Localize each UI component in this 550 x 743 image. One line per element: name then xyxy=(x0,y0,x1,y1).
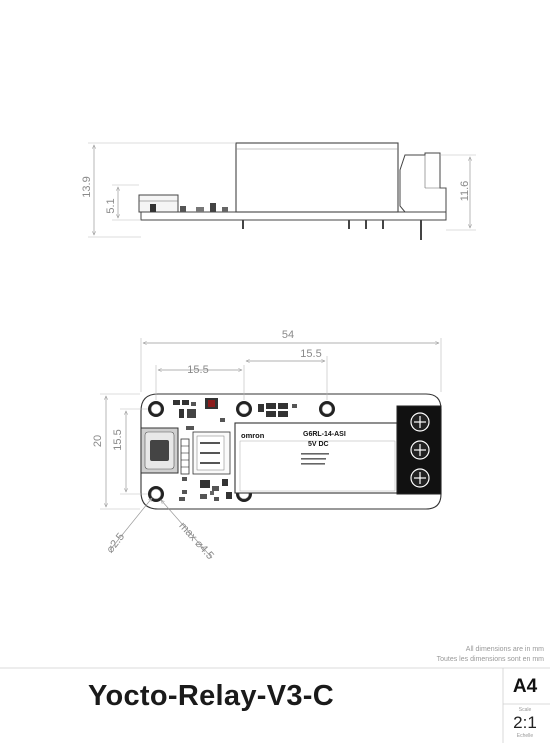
mounting-hole-top-middle xyxy=(236,401,252,417)
dim-pad-diameter: max ⌀4.5 xyxy=(176,520,216,562)
mounting-hole-top-left xyxy=(148,401,164,417)
side-view: 13.9 5.1 11.6 xyxy=(81,142,476,240)
scale-value: 2:1 xyxy=(513,713,537,732)
terminal-screw-1 xyxy=(410,412,430,432)
dim-total-height: 13.9 xyxy=(81,176,93,197)
side-relay-body xyxy=(235,142,399,213)
relay-voltage: 5V DC xyxy=(308,441,329,448)
side-pcb xyxy=(140,211,447,221)
dim-hole-pitch: 15.5 xyxy=(112,429,124,450)
side-usb-connector xyxy=(138,194,179,213)
scale-label: Scale xyxy=(518,707,532,713)
dim-width: 20 xyxy=(92,435,104,447)
top-view: omron G6RL-14-ASI 5V DC xyxy=(92,329,442,562)
relay-model: G6RL-14-ASI xyxy=(303,431,346,438)
terminal-screw-3 xyxy=(410,468,430,488)
side-terminal-block xyxy=(399,152,447,213)
units-note-fr: Toutes les dimensions sont en mm xyxy=(436,656,544,663)
relay-brand: omron xyxy=(241,431,265,440)
dim-relay-height: 11.6 xyxy=(459,181,471,202)
relay-rating-text xyxy=(301,453,329,465)
units-note-en: All dimensions are in mm xyxy=(465,646,544,653)
paper-format: A4 xyxy=(512,676,538,697)
scale-label-fr: Echelle xyxy=(516,733,534,739)
drawing-title: Yocto-Relay-V3-C xyxy=(88,680,334,712)
dim-hole-diameter: ⌀2.5 xyxy=(104,531,127,556)
leader-pad-diameter xyxy=(161,500,213,559)
leader-hole-diameter xyxy=(109,498,152,551)
dim-usb-height: 5.1 xyxy=(105,198,117,213)
terminal-screw-2 xyxy=(410,440,430,460)
title-block xyxy=(0,667,550,743)
dim-length: 54 xyxy=(282,329,294,341)
dim-hole-spacing-1: 15.5 xyxy=(187,364,208,376)
mounting-hole-top-right xyxy=(319,401,335,417)
dim-hole-spacing-2: 15.5 xyxy=(300,348,321,360)
